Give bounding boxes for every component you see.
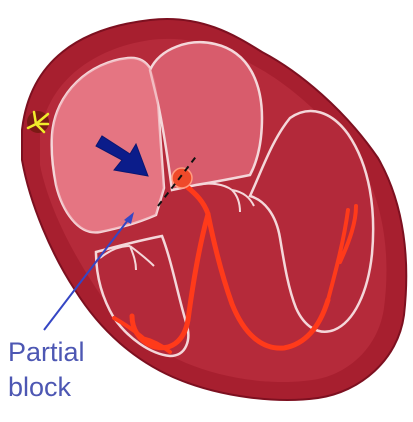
caption-partial: Partial bbox=[8, 339, 85, 366]
caption-block: block bbox=[8, 374, 71, 401]
spark-icon bbox=[27, 111, 49, 133]
